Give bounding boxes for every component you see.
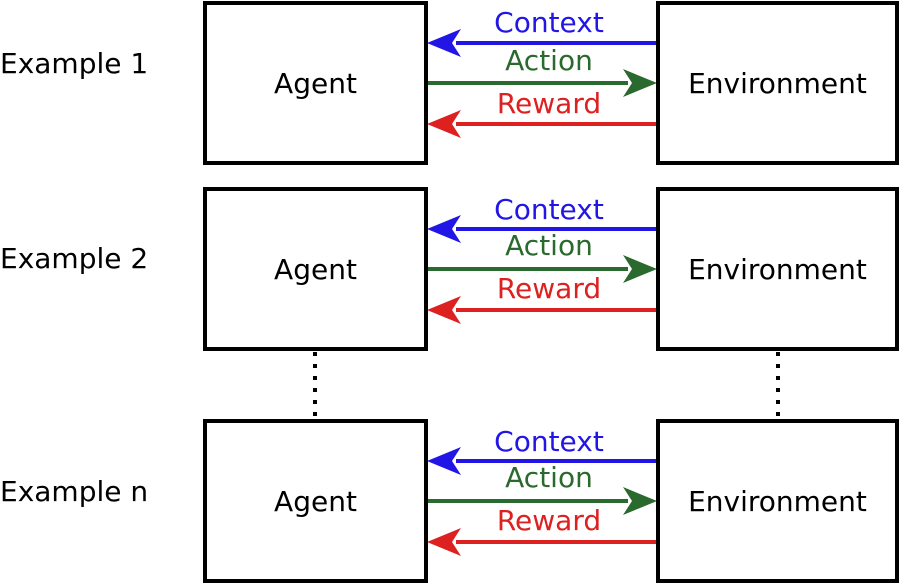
context-label: Context bbox=[494, 193, 604, 226]
context-label: Context bbox=[494, 425, 604, 458]
action-arrowhead bbox=[623, 255, 657, 283]
agent-box: Agent bbox=[203, 1, 428, 165]
action-arrowhead bbox=[623, 69, 657, 97]
row-label-example-n: Example n bbox=[0, 475, 149, 508]
reward-label: Reward bbox=[496, 87, 602, 120]
reward-arrowhead bbox=[427, 110, 461, 138]
environment-box: Environment bbox=[656, 1, 899, 165]
reward-label: Reward bbox=[496, 504, 602, 537]
action-label: Action bbox=[505, 461, 593, 494]
context-arrowhead bbox=[427, 29, 461, 57]
environment-box: Environment bbox=[656, 419, 899, 583]
row-label-example-1: Example 1 bbox=[0, 47, 149, 80]
agent-box: Agent bbox=[203, 187, 428, 351]
row-label-example-2: Example 2 bbox=[0, 242, 149, 275]
reward-arrowhead bbox=[427, 528, 461, 556]
row-2-arrows bbox=[427, 215, 657, 324]
reward-arrowhead bbox=[427, 296, 461, 324]
context-arrowhead bbox=[427, 215, 461, 243]
agent-box: Agent bbox=[203, 419, 428, 583]
row-1-arrows bbox=[427, 29, 657, 138]
action-arrowhead bbox=[623, 487, 657, 515]
context-label: Context bbox=[494, 6, 604, 39]
row-n-arrows bbox=[427, 447, 657, 556]
reward-label: Reward bbox=[496, 272, 602, 305]
action-label: Action bbox=[505, 229, 593, 262]
action-label: Action bbox=[505, 44, 593, 77]
environment-box: Environment bbox=[656, 187, 899, 351]
context-arrowhead bbox=[427, 447, 461, 475]
